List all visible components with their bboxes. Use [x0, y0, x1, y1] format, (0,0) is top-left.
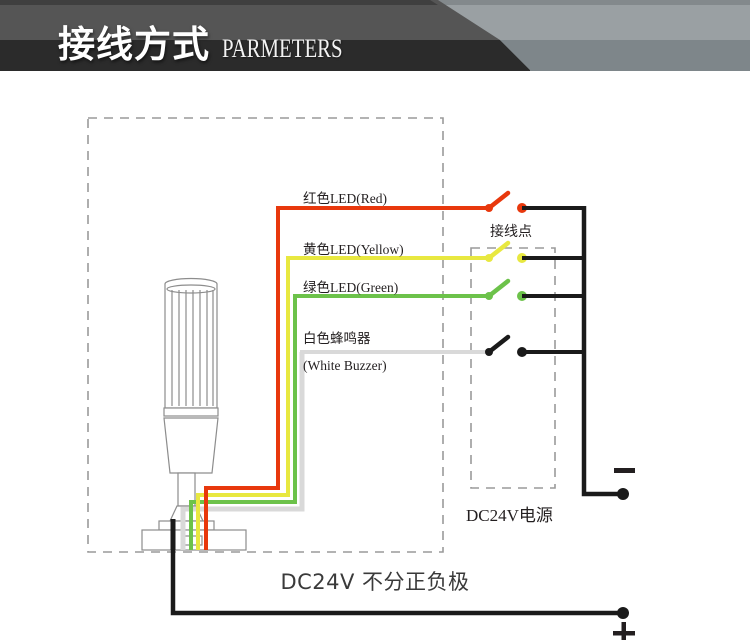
diagram-caption: DC24V 不分正负极: [280, 570, 470, 594]
lens-inner-rim: [166, 284, 216, 294]
switch-yellow-blade: [486, 240, 511, 261]
terminal-positive-dot: [617, 607, 629, 619]
label-wire-yellow: 黄色LED(Yellow): [303, 241, 404, 257]
wire-black-return-to-plus: [170, 533, 623, 616]
wire-white-bundle: [180, 352, 305, 550]
tower-light-device: [141, 277, 247, 551]
wire-green-bundle: [189, 296, 297, 550]
header-banner: 接线方式 PARMETERS: [0, 0, 750, 78]
switch-green[interactable]: [485, 278, 527, 301]
wiring-diagram: 红色LED(Red) 黄色LED(Yellow) 绿色LED(Green) 白色…: [0, 78, 750, 640]
junction-dashed-box: [470, 247, 556, 489]
switch-yellow[interactable]: [485, 240, 527, 263]
device-enclosure-dashed-box: [87, 117, 444, 553]
wire-red-bundle: [204, 208, 280, 550]
header-banner-graphic: [0, 0, 750, 78]
housing-taper: [163, 417, 219, 474]
switch-buzzer-pivot: [485, 348, 493, 356]
plus-vertical: [621, 622, 626, 640]
wire-yellow-bundle: [196, 258, 290, 550]
banner-dark-lower-edge: [0, 70, 530, 71]
lens-collar: [163, 407, 219, 417]
switch-buzzer-blade: [486, 334, 511, 355]
banner-dark-lower: [0, 40, 530, 70]
label-wire-red: 红色LED(Red): [303, 190, 387, 206]
banner-bottom-white: [0, 71, 750, 78]
terminal-negative-dot: [617, 488, 629, 500]
switch-red-blade: [486, 190, 511, 211]
switch-red[interactable]: [485, 190, 527, 213]
label-wire-buzzer-cn: 白色蜂鸣器: [303, 330, 371, 346]
bus-vertical-to-minus: [581, 206, 623, 497]
switch-red-pivot: [485, 204, 493, 212]
switch-buzzer[interactable]: [485, 334, 527, 357]
banner-dark-upper: [0, 0, 500, 40]
switch-yellow-pivot: [485, 254, 493, 262]
label-junction-point: 接线点: [490, 223, 532, 240]
switch-green-pivot: [485, 292, 493, 300]
label-wire-green: 绿色LED(Green): [303, 279, 398, 295]
label-wire-buzzer-en: (White Buzzer): [303, 358, 387, 373]
wiring-diagram-graphic: 红色LED(Red) 黄色LED(Yellow) 绿色LED(Green) 白色…: [87, 117, 635, 640]
banner-light-lower-right: [500, 40, 750, 70]
lens-body: [164, 284, 218, 409]
switch-green-blade: [486, 278, 511, 299]
label-dc-supply: DC24V电源: [466, 506, 553, 525]
terminal-minus-sign: [614, 468, 635, 473]
banner-dark-topline: [0, 0, 438, 5]
terminal-plus-sign: [613, 622, 635, 640]
